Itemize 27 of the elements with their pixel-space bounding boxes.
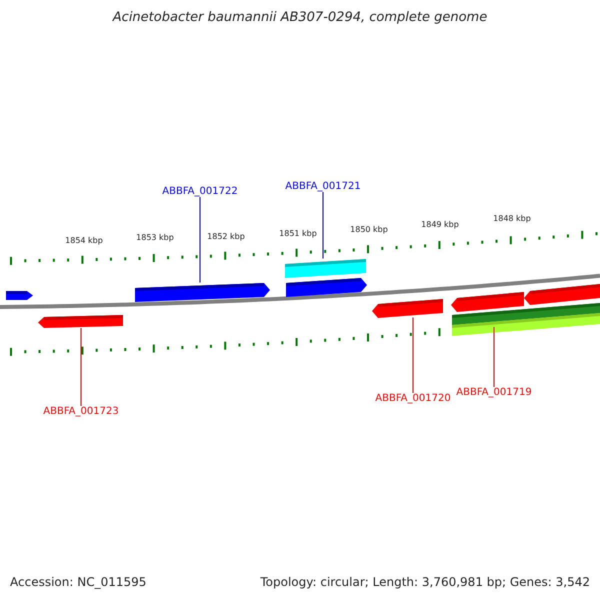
gene-feature xyxy=(286,278,367,296)
info-text: Accession: NC_011595 xyxy=(10,575,146,589)
gene-feature xyxy=(451,292,524,312)
gene-feature xyxy=(6,291,33,300)
leader-line xyxy=(412,317,414,394)
gene-feature xyxy=(452,313,600,336)
scale-label: 1849 kbp xyxy=(421,220,459,229)
gene-label: ABBFA_001723 xyxy=(43,406,119,417)
scale-label: 1852 kbp xyxy=(207,232,245,241)
diagram-title: Acinetobacter baumannii AB307-0294, complete genome xyxy=(111,10,488,25)
scale-label: 1850 kbp xyxy=(350,225,388,234)
gene-label: ABBFA_001720 xyxy=(375,393,451,404)
gene-feature xyxy=(285,258,366,278)
gene-feature xyxy=(524,284,600,304)
gene-label: ABBFA_001722 xyxy=(162,186,238,197)
gene-feature xyxy=(135,282,270,302)
scale-label: 1848 kbp xyxy=(493,214,531,223)
leader-line xyxy=(322,192,324,259)
scale-label: 1851 kbp xyxy=(279,229,317,238)
scale-label: 1853 kbp xyxy=(136,233,174,242)
info-text: Topology: circular; Length: 3,760,981 bp; Genes: 3,542 xyxy=(260,575,590,589)
gene-label: ABBFA_001719 xyxy=(456,387,532,398)
gene-label: ABBFA_001721 xyxy=(285,181,361,192)
gene-feature xyxy=(372,298,443,318)
scale-label: 1854 kbp xyxy=(65,236,103,245)
leader-line xyxy=(80,328,82,406)
gene-feature xyxy=(38,315,123,328)
